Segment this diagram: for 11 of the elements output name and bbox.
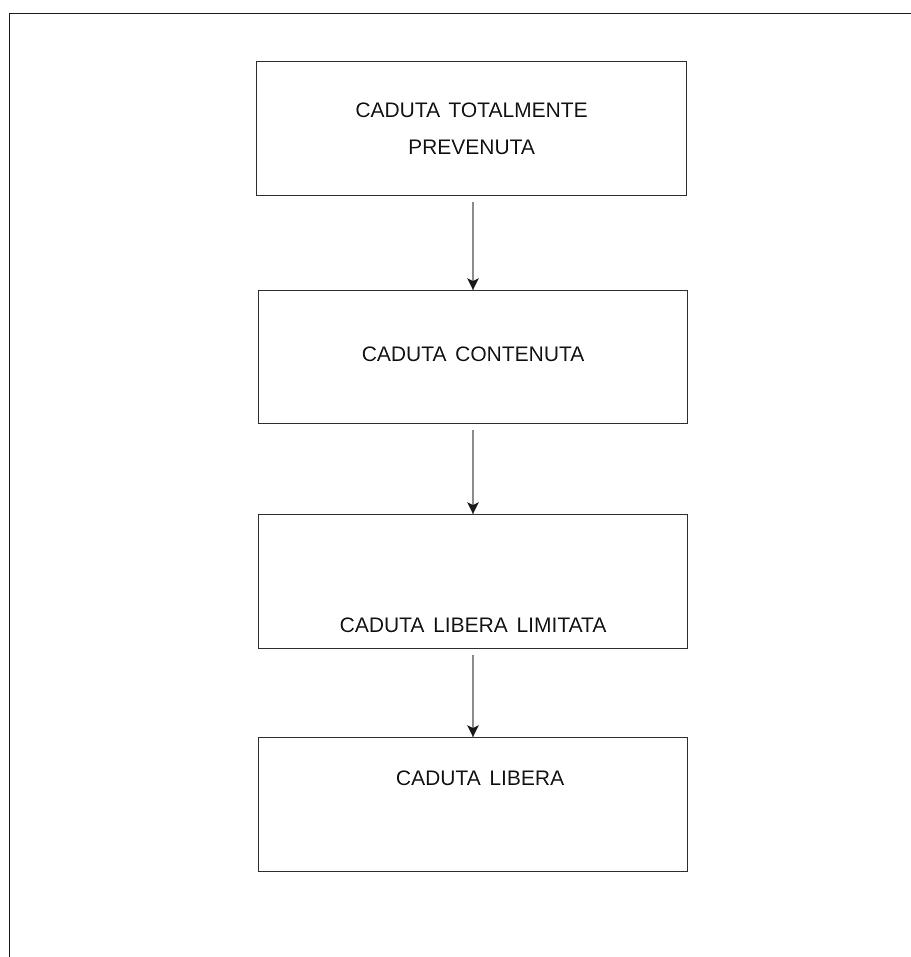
box-label: CADUTA LIBERA [394, 766, 566, 792]
process-box [258, 737, 688, 872]
process-box [256, 61, 687, 196]
box-label: CADUTA TOTALMENTE PREVENUTA [354, 98, 589, 160]
box-label: CADUTA CONTENUTA [360, 342, 586, 368]
arrow [467, 202, 479, 290]
process-box [258, 290, 688, 424]
box-label: CADUTA LIBERA LIMITATA [338, 613, 608, 639]
process-box [258, 514, 688, 649]
arrow [467, 430, 479, 514]
arrow [467, 655, 479, 737]
